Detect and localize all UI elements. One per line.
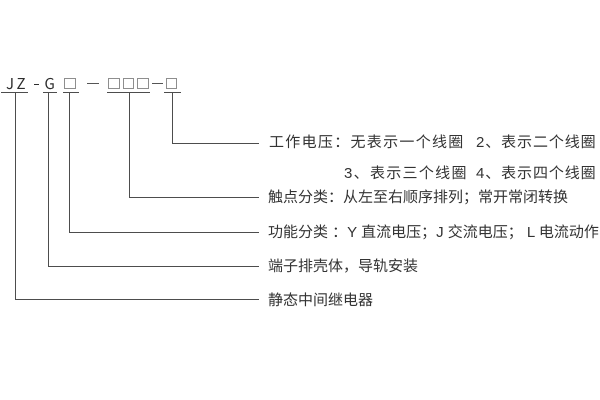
label-working-voltage-line1-right: 2、表示二个线圈 [476, 133, 597, 151]
code-function-box [64, 78, 76, 89]
label-function-class: 功能分类 ：Y 直流电压；J 交流电压； L 电流动作 [268, 223, 599, 241]
code-letter-g: G [44, 72, 58, 94]
label-contact-class: 触点分类：从左至右顺序排列；常开常闭转换 [268, 188, 569, 206]
code-dash-2 [87, 83, 99, 85]
code-dash-3 [152, 83, 163, 85]
code-voltage-box [165, 78, 177, 89]
leader-housing [48, 93, 259, 267]
code-contact-box-3 [137, 78, 149, 89]
leader-working-voltage [172, 93, 259, 144]
label-working-voltage-line2-right: 4、表示四个线圈 [476, 164, 597, 182]
label-working-voltage-line1-left: 工作电压：无表示一个线圈 [269, 133, 465, 151]
underline-contact-boxes [106, 92, 150, 94]
underline-g [42, 92, 57, 94]
code-contact-box-1 [108, 78, 120, 89]
leader-contact-class [129, 93, 259, 198]
code-hyphen-1 [34, 83, 39, 86]
underline-voltage-box [164, 92, 181, 94]
label-series: 静态中间继电器 [268, 292, 374, 309]
leader-series [15, 93, 259, 300]
leader-function-class [69, 93, 259, 233]
code-prefix-jz: JZ [6, 72, 29, 94]
underline-function-box [63, 92, 79, 94]
code-contact-box-2 [122, 78, 134, 89]
underline-jz [1, 92, 28, 94]
label-housing: 端子排壳体，导轨安装 [268, 257, 419, 275]
label-working-voltage-line2-left: 3、表示三个线圈 [344, 164, 468, 182]
